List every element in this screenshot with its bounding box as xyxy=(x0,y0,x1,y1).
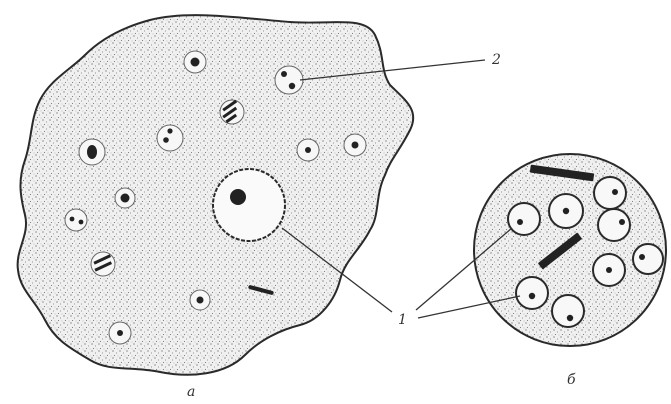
cell-a xyxy=(18,15,414,375)
central-vacuole xyxy=(213,169,285,241)
panel-b-label: б xyxy=(567,372,576,388)
callout-2-label: 2 xyxy=(491,52,501,68)
cell-b xyxy=(474,154,666,346)
central-vacuole-core xyxy=(230,189,246,205)
callout-1-label: 1 xyxy=(398,312,407,328)
panel-a-label: а xyxy=(187,384,195,400)
